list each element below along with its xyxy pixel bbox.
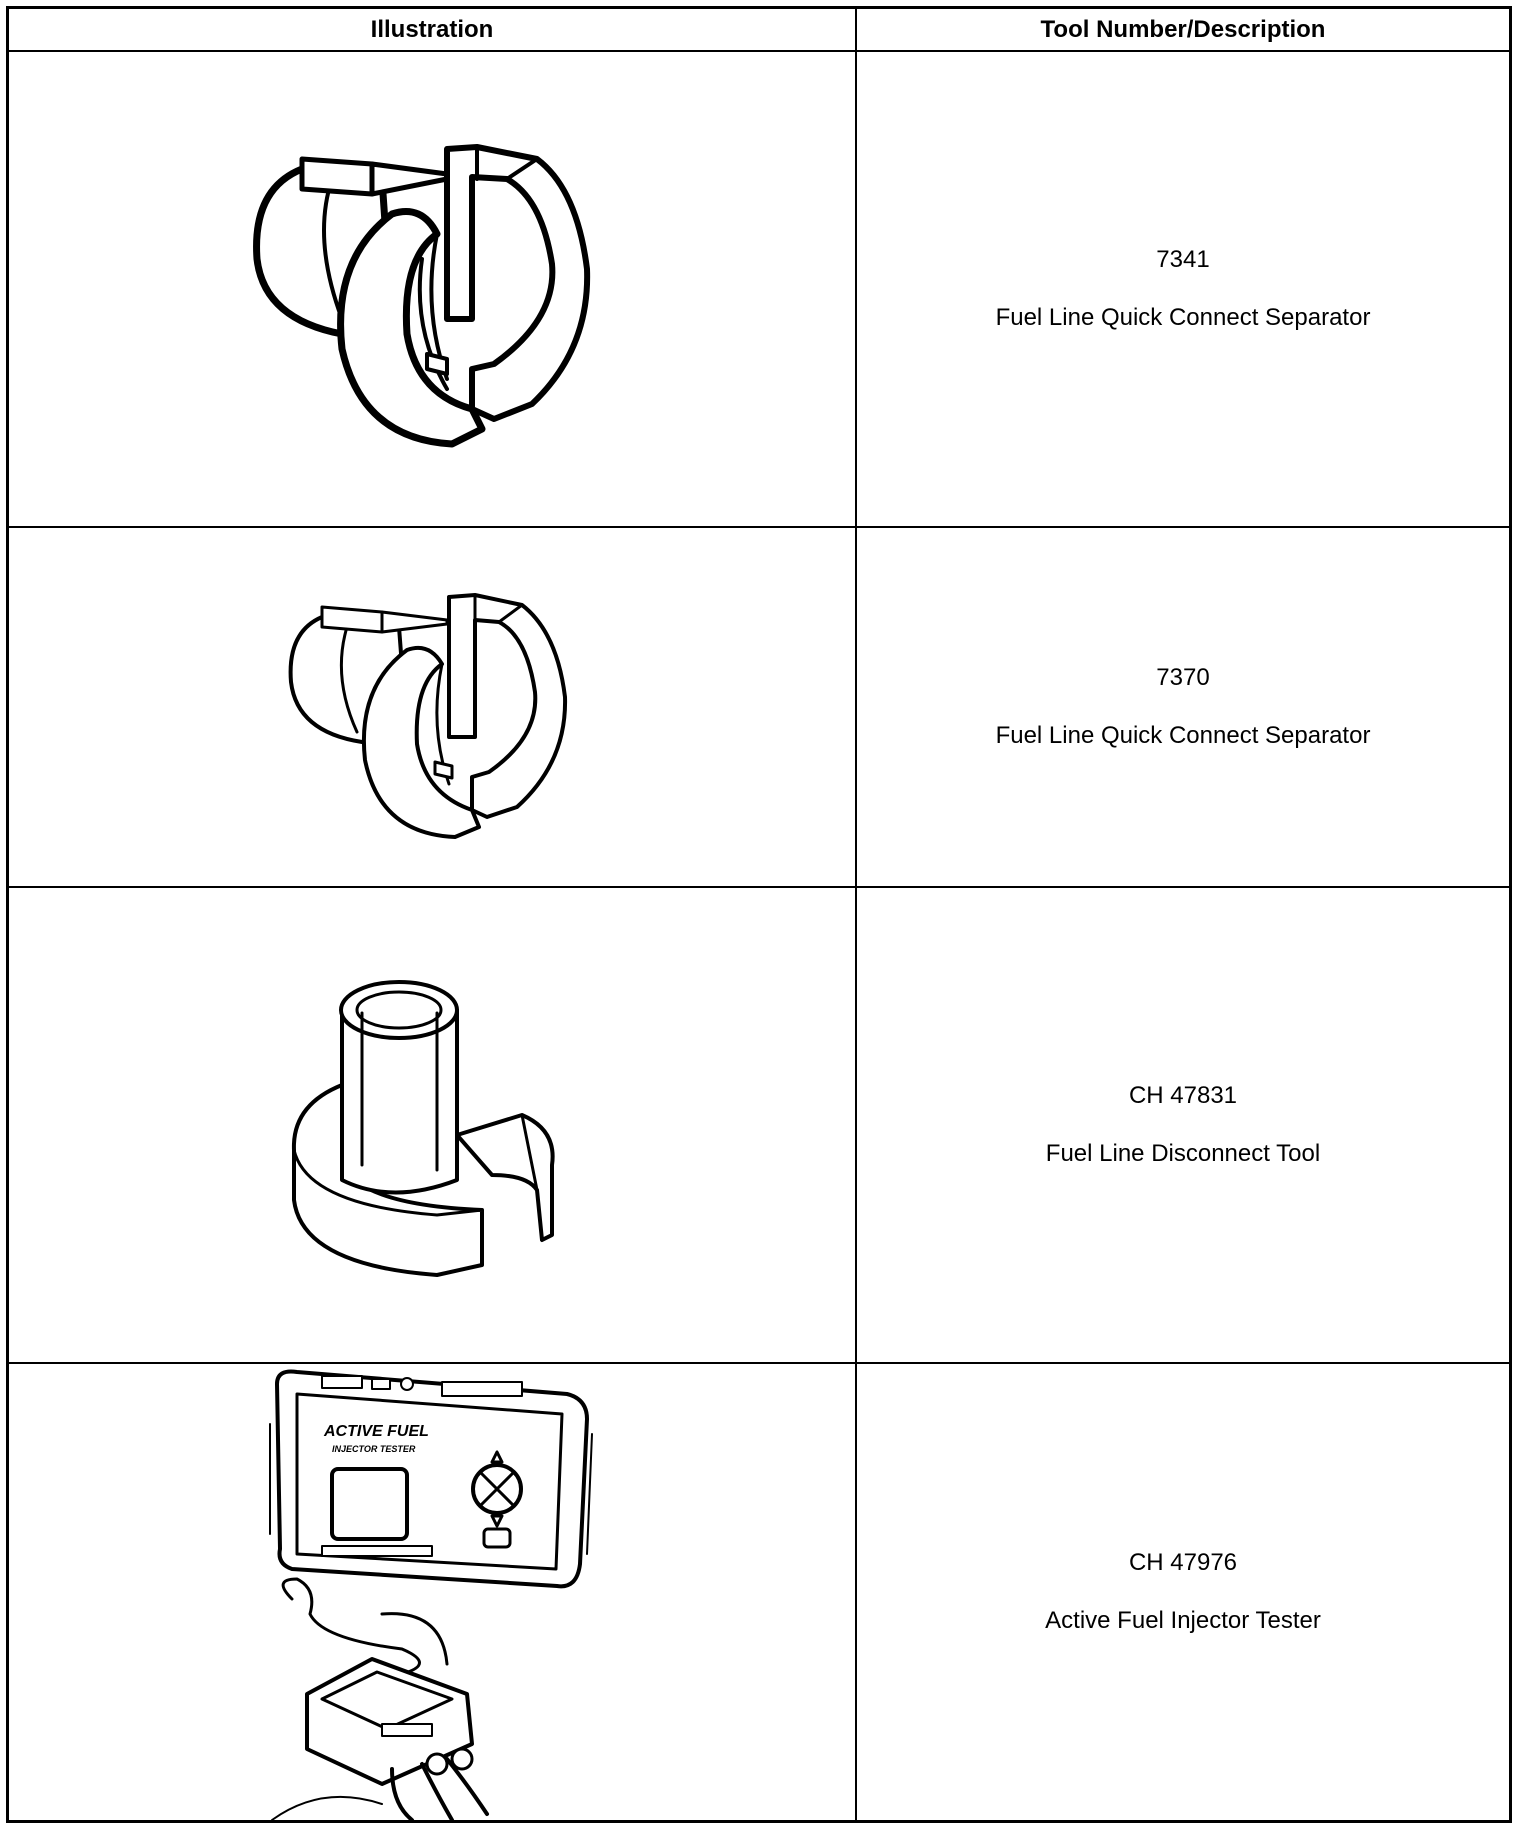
illustration-cell bbox=[9, 528, 857, 886]
tool-description-cell: 7341 Fuel Line Quick Connect Separator bbox=[857, 52, 1509, 526]
table-row: CH 47831 Fuel Line Disconnect Tool bbox=[9, 888, 1509, 1364]
tool-description-cell: CH 47976 Active Fuel Injector Tester bbox=[857, 1364, 1509, 1820]
tool-description: Fuel Line Quick Connect Separator bbox=[995, 304, 1371, 331]
table-header-row: Illustration Tool Number/Description bbox=[9, 9, 1509, 52]
illustration-cell bbox=[9, 888, 857, 1362]
tool-description: Fuel Line Disconnect Tool bbox=[1045, 1140, 1321, 1167]
illustration-cell bbox=[9, 52, 857, 526]
header-tool-number-description: Tool Number/Description bbox=[1040, 15, 1326, 43]
tool-number: 7341 bbox=[1156, 246, 1210, 273]
tool-description-cell: CH 47831 Fuel Line Disconnect Tool bbox=[857, 888, 1509, 1362]
tool-description: Fuel Line Quick Connect Separator bbox=[995, 722, 1371, 749]
header-illustration: Illustration bbox=[9, 9, 857, 50]
quick-connect-separator-large-icon bbox=[253, 144, 591, 448]
active-fuel-injector-tester-icon: ACTIVE FUEL INJECTOR TESTER bbox=[269, 1369, 593, 1820]
special-tools-table: Illustration Tool Number/Description bbox=[6, 6, 1512, 1823]
tester-brand-text: ACTIVE FUEL bbox=[323, 1423, 429, 1440]
table-row: 7341 Fuel Line Quick Connect Separator bbox=[9, 52, 1509, 528]
tool-number: 7370 bbox=[1156, 664, 1210, 691]
tool-description: Active Fuel Injector Tester bbox=[1045, 1607, 1321, 1634]
tool-number: CH 47831 bbox=[1128, 1082, 1238, 1109]
tool-number: CH 47976 bbox=[1128, 1549, 1238, 1576]
quick-connect-separator-small-icon bbox=[288, 593, 568, 839]
tool-description-cell: 7370 Fuel Line Quick Connect Separator bbox=[857, 528, 1509, 886]
table-row: ACTIVE FUEL INJECTOR TESTER bbox=[9, 1364, 1509, 1820]
tester-model-text: INJECTOR TESTER bbox=[332, 1444, 416, 1454]
table-row: 7370 Fuel Line Quick Connect Separator bbox=[9, 528, 1509, 888]
illustration-cell: ACTIVE FUEL INJECTOR TESTER bbox=[9, 1364, 857, 1820]
fuel-line-disconnect-tool-icon bbox=[291, 980, 555, 1277]
